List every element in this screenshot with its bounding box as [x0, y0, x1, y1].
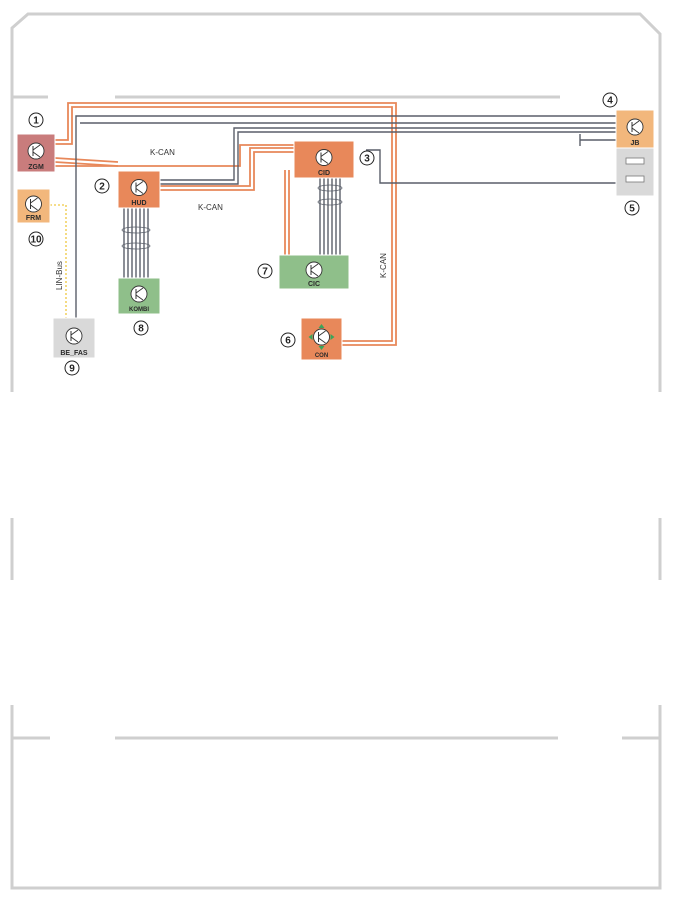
- module-label-cic: CIC: [308, 281, 320, 288]
- callout-cid: 3: [359, 150, 375, 166]
- callout-con: 6: [280, 332, 296, 348]
- module-befas: BE_FAS 9: [52, 317, 96, 376]
- transistor-icon: [27, 142, 45, 160]
- kcan-wires: [54, 102, 397, 346]
- transistor-icon: [65, 327, 83, 345]
- transistor-icon: [315, 149, 333, 166]
- callout-number-kombi: 8: [138, 324, 144, 335]
- transistor-icon: [305, 261, 323, 279]
- callout-number-hud: 2: [99, 182, 105, 193]
- kcan-top-label: K-CAN: [150, 148, 175, 157]
- callout-number-jb: 4: [607, 96, 613, 107]
- callout-number-cic: 7: [262, 267, 268, 278]
- lin-bus-label: LIN-Bus: [55, 261, 64, 290]
- transistor-icon: [25, 195, 42, 213]
- module-cic: CIC 7: [257, 254, 350, 290]
- transistor-icon: [130, 179, 148, 196]
- callout-number-con: 6: [285, 336, 291, 347]
- kcan-mid-label: K-CAN: [198, 203, 223, 212]
- module-cid: CID 3: [293, 140, 375, 179]
- callout-kombi: 8: [133, 320, 149, 336]
- callout-fuse: 5: [624, 200, 640, 216]
- twist-markers: [121, 184, 343, 250]
- fuse-element-icon: [625, 175, 645, 183]
- module-label-hud: HUD: [131, 200, 146, 207]
- callout-befas: 9: [64, 360, 80, 376]
- module-label-con: CON: [315, 353, 328, 359]
- kcan-right-label: K-CAN: [379, 253, 388, 278]
- callout-number-zgm: 1: [33, 116, 39, 127]
- module-box-cic: [278, 254, 350, 290]
- module-label-cid: CID: [318, 170, 330, 177]
- module-label-befas: BE_FAS: [60, 350, 88, 357]
- callout-frm: 10: [28, 231, 44, 247]
- page-frame: [10, 12, 662, 890]
- module-label-jb: JB: [631, 140, 640, 147]
- module-zgm: ZGM 1: [16, 112, 56, 173]
- module-label-kombi: KOMBI: [129, 307, 149, 313]
- power-wires: [75, 115, 616, 318]
- module-kombi: KOMBI 8: [117, 277, 161, 336]
- module-label-zgm: ZGM: [28, 164, 44, 171]
- fuse-element-icon: [625, 157, 645, 165]
- callout-number-befas: 9: [69, 364, 75, 375]
- module-con: CON 6: [280, 317, 343, 361]
- module-label-frm: FRM: [26, 215, 41, 222]
- module-frm: FRM 10: [16, 188, 51, 247]
- module-box-fuse: [615, 147, 655, 197]
- module-hud: HUD 2: [94, 170, 161, 209]
- callout-number-frm: 10: [30, 235, 42, 246]
- callout-jb: 4: [602, 92, 618, 108]
- callout-number-fuse: 5: [629, 204, 635, 215]
- module-jb: JB 4: [602, 92, 655, 149]
- transistor-icon: [626, 118, 644, 136]
- controller-icon: [308, 324, 335, 350]
- transistor-icon: [130, 285, 148, 303]
- callout-number-cid: 3: [364, 154, 370, 165]
- callout-cic: 7: [257, 263, 273, 279]
- callout-zgm: 1: [28, 112, 44, 128]
- module-fuse: 5: [615, 147, 655, 216]
- callout-hud: 2: [94, 178, 110, 194]
